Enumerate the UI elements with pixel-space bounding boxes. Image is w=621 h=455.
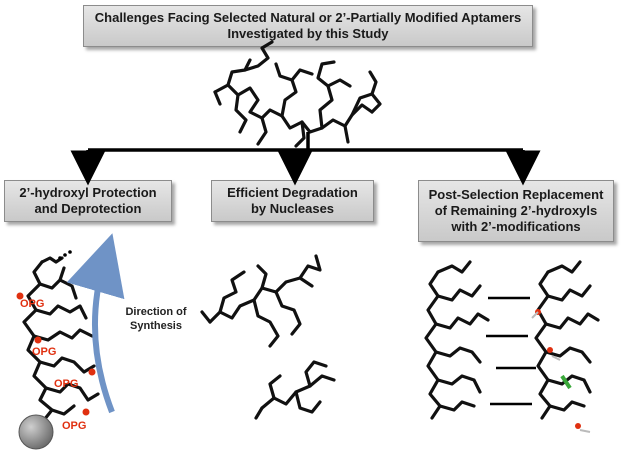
opg-label-2: OPG (32, 346, 57, 358)
panel-protection-box: 2’-hydroxyl Protection and Deprotection (4, 180, 172, 222)
opg-dots (16, 250, 96, 416)
title-line-1: Challenges Facing Selected Natural or 2’… (94, 10, 522, 25)
panel-degradation-line-2: by Nucleases (250, 201, 335, 216)
solid-support-bead (18, 414, 54, 450)
synthesis-direction-arrow (66, 233, 125, 414)
panel-replacement-line-1: Post-Selection Replacement (428, 187, 604, 202)
synthesis-caption: Direction of Synthesis (116, 305, 196, 333)
panel-degradation-line-1: Efficient Degradation (227, 185, 358, 200)
panel-protection-line-2: and Deprotection (34, 201, 142, 216)
opg-label-1: OPG (20, 298, 45, 310)
title-box: Challenges Facing Selected Natural or 2’… (83, 5, 533, 47)
opg-label-4: OPG (62, 420, 87, 432)
title-line-2: Investigated by this Study (227, 26, 389, 41)
synthesis-caption-line-2: Synthesis (130, 320, 182, 332)
modification-marks (531, 309, 591, 433)
replacement-strand-before (424, 260, 490, 420)
panel-replacement-line-3: with 2’-modifications (451, 219, 581, 234)
opg-label-3: OPG (54, 378, 79, 390)
synthesis-strand (22, 256, 100, 422)
panel-replacement-line-2: of Remaining 2’-hydroxyls (434, 203, 598, 218)
panel-degradation-box: Efficient Degradation by Nucleases (211, 180, 374, 222)
degraded-fragment-upper (200, 254, 322, 348)
panel-protection-line-1: 2’-hydroxyl Protection (19, 185, 157, 200)
synthesis-caption-line-1: Direction of (125, 306, 187, 318)
replacement-strand-after (534, 260, 600, 420)
top-aptamer-structure (213, 40, 382, 148)
replacement-lines (486, 296, 536, 406)
branch-connectors (70, 132, 541, 186)
degraded-fragment-lower (254, 360, 336, 420)
